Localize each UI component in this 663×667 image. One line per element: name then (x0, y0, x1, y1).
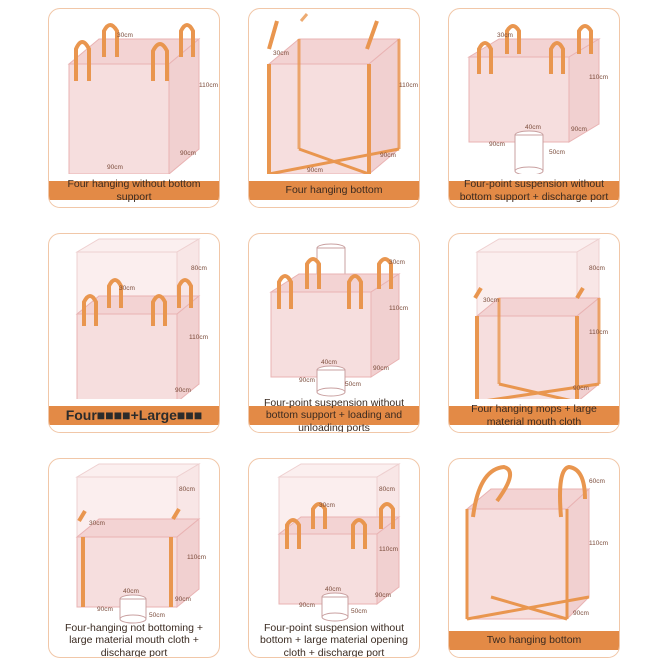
dim-height-body: 110cm (589, 74, 608, 81)
dim-depth: 90cm (175, 387, 191, 394)
bag-diagram: 80cm 30cm 110cm 90cm 90cm (473, 238, 608, 406)
bag-diagram: 30cm 110cm 40cm 90cm 90cm 50cm (269, 243, 408, 397)
card-caption: Four hanging mops + large material mouth… (449, 399, 619, 432)
dim-height-loop: 30cm (117, 32, 133, 39)
dim-height-cloth: 80cm (179, 486, 195, 493)
dim-port-width: 40cm (525, 124, 541, 131)
dim-height-body: 110cm (187, 554, 206, 561)
dim-port-length: 50cm (549, 149, 565, 156)
dim-depth: 90cm (175, 596, 191, 603)
dim-height-loop: 30cm (483, 297, 499, 304)
card-four-hanging-mops-large-mouth: 80cm 30cm 110cm 90cm 90cm Four hanging m… (448, 233, 620, 433)
card-caption: Four hanging without bottom support (49, 174, 219, 207)
bag-diagram: 30cm 110cm 90cm 90cm 40cm 50cm (467, 24, 608, 176)
card-four-large: 80cm 30cm 110cm 90cm 90cm Four■■■■+Large… (48, 233, 220, 433)
dim-height-loop: 30cm (89, 520, 105, 527)
card-four-hanging-bottom: 30cm 110cm 90cm 90cm Four hanging bottom (248, 8, 420, 208)
bag-diagram: 80cm 30cm 110cm 40cm 90cm 90cm 50cm (277, 463, 401, 622)
card-caption: Four-point suspension without bottom sup… (449, 174, 619, 207)
dim-height-body: 110cm (399, 82, 418, 89)
dim-height-loop: 30cm (389, 259, 405, 266)
dim-width: 90cm (107, 164, 123, 171)
dim-depth: 90cm (375, 592, 391, 599)
bag-diagram: 30cm 110cm 90cm 90cm (267, 13, 418, 176)
dim-height-body: 110cm (379, 546, 398, 553)
dim-port-width: 40cm (325, 586, 341, 593)
dim-width: 90cm (489, 141, 505, 148)
dim-height-cloth: 80cm (589, 265, 605, 272)
card-caption: Four hanging bottom (249, 174, 419, 207)
bag-diagram: 80cm 30cm 110cm 40cm 90cm 90cm 50cm (75, 463, 206, 624)
card-caption: Four-hanging not bottoming + large mater… (64, 622, 204, 658)
dim-height-cloth: 80cm (379, 486, 395, 493)
bag-diagram: 30cm 110cm 90cm 90cm (67, 23, 218, 176)
dim-height-body: 110cm (589, 329, 608, 336)
card-four-point-loading-unloading: 30cm 110cm 40cm 90cm 90cm 50cm Four-poin… (248, 233, 420, 433)
dim-height-loop: 30cm (273, 50, 289, 57)
card-four-point-suspension-discharge: 30cm 110cm 90cm 90cm 40cm 50cm Four-poin… (448, 8, 620, 208)
dim-port-width: 40cm (123, 588, 139, 595)
dim-width: 90cm (97, 606, 113, 613)
dim-port-width: 40cm (321, 359, 337, 366)
card-caption: Four-point suspension without bottom sup… (249, 397, 419, 432)
dim-depth: 90cm (380, 152, 396, 159)
dim-depth: 90cm (571, 126, 587, 133)
card-two-hanging-bottom: 60cm 110cm 90cm 90cm Two hanging bottom (448, 458, 620, 658)
dim-height-loop: 30cm (497, 32, 513, 39)
dim-port-length: 50cm (351, 608, 367, 615)
card-four-point-large-opening-discharge: 80cm 30cm 110cm 40cm 90cm 90cm 50cm Four… (248, 458, 420, 658)
dim-height-body: 110cm (589, 540, 608, 547)
dim-depth: 90cm (180, 150, 196, 157)
dim-port-length: 50cm (345, 381, 361, 388)
dim-depth: 90cm (373, 365, 389, 372)
card-four-hanging-without-bottom-support: 30cm 110cm 90cm 90cm Four hanging withou… (48, 8, 220, 208)
dim-depth: 90cm (573, 385, 589, 392)
dim-height-body: 110cm (199, 82, 218, 89)
dim-depth: 90cm (573, 610, 589, 617)
dim-height-loop: 30cm (319, 502, 335, 509)
card-caption: Four■■■■+Large■■■ (49, 399, 219, 432)
bag-diagram: 60cm 110cm 90cm 90cm (465, 464, 608, 633)
dim-height-body: 110cm (389, 305, 408, 312)
dim-height-cloth: 80cm (191, 265, 207, 272)
card-four-hanging-not-bottoming-large-mouth-discharge: 80cm 30cm 110cm 40cm 90cm 90cm 50cm Four… (48, 458, 220, 658)
dim-height-loop: 60cm (589, 478, 605, 485)
card-caption: Four-point suspension without bottom + l… (260, 622, 408, 658)
dim-port-length: 50cm (149, 612, 165, 619)
dim-width: 90cm (299, 602, 315, 609)
card-caption: Two hanging bottom (449, 624, 619, 657)
dim-width: 90cm (299, 377, 315, 384)
dim-height-body: 110cm (189, 334, 208, 341)
dim-width: 90cm (307, 167, 323, 174)
dim-height-loop: 30cm (119, 285, 135, 292)
bag-diagram: 80cm 30cm 110cm 90cm 90cm (75, 238, 208, 406)
